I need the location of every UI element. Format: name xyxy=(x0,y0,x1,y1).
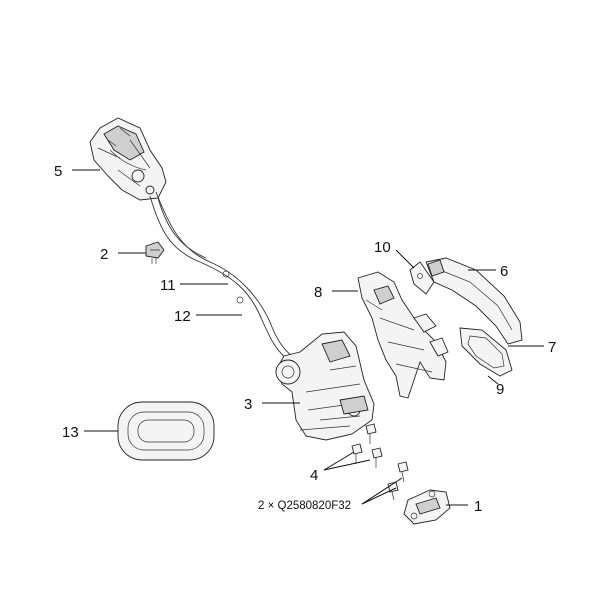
leader-lines xyxy=(72,169,544,506)
callout-12: 12 xyxy=(174,308,191,325)
part-6-outside-handle xyxy=(425,257,523,345)
cables-11-12 xyxy=(149,191,293,359)
part-13-grommet xyxy=(117,401,215,461)
callout-11: 11 xyxy=(160,277,176,294)
leader-screw-a xyxy=(361,487,397,505)
leader-10 xyxy=(395,249,415,269)
callout-6: 6 xyxy=(500,263,508,280)
callout-5: 5 xyxy=(54,163,62,180)
part-5-inner-handle-assembly xyxy=(89,117,167,201)
callout-1: 1 xyxy=(474,498,482,515)
callout-8: 8 xyxy=(314,284,322,301)
part-9-handle-gasket xyxy=(459,327,513,377)
part-8-handle-carrier xyxy=(357,271,449,399)
striker-screws xyxy=(387,461,409,501)
leader-4a xyxy=(323,451,355,471)
part-3-door-latch xyxy=(275,331,375,441)
leader-screw-b xyxy=(361,477,403,505)
leader-4b xyxy=(323,459,371,471)
callout-labels: 5 2 11 12 3 13 8 10 6 7 9 4 1 2 × Q25808… xyxy=(54,163,556,515)
callout-3: 3 xyxy=(244,396,252,413)
callout-4: 4 xyxy=(310,467,318,484)
callout-2: 2 xyxy=(100,246,108,263)
part-10-gasket xyxy=(409,261,435,295)
callout-10: 10 xyxy=(374,239,391,256)
callout-9: 9 xyxy=(496,381,504,398)
leader-9 xyxy=(487,375,499,385)
screw-spec-note: 2 × Q2580820F32 xyxy=(258,500,351,512)
part-1-striker xyxy=(403,489,451,525)
callout-7: 7 xyxy=(548,339,556,356)
part-2-clip xyxy=(145,241,165,264)
part-4-screws xyxy=(351,423,383,468)
callout-13: 13 xyxy=(62,424,79,441)
